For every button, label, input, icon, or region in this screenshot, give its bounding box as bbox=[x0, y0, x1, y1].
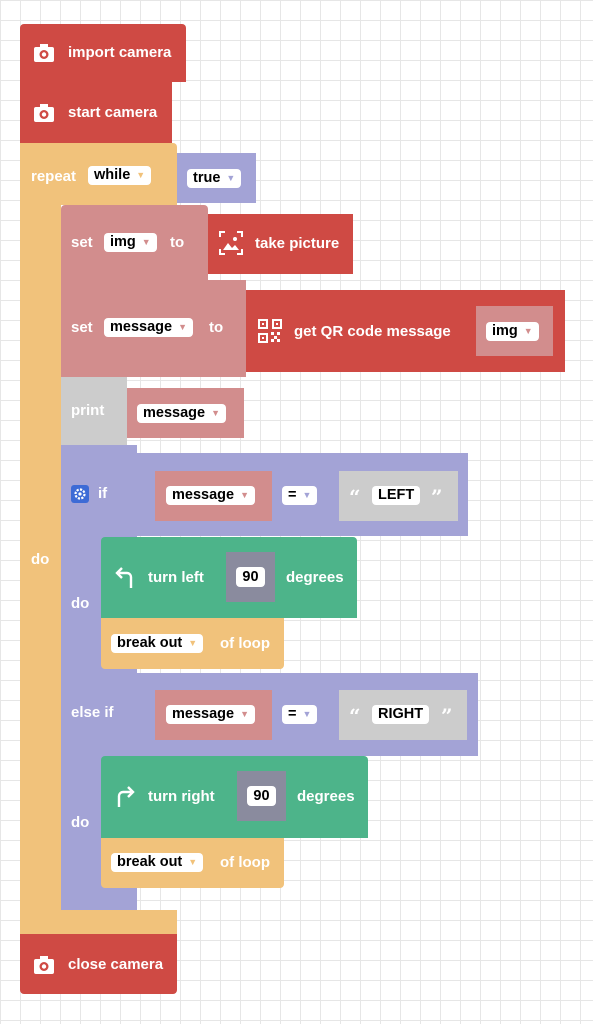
print-label: print bbox=[71, 402, 105, 419]
turn-right-icon bbox=[117, 786, 135, 807]
print-variable-dropdown[interactable]: message▼ bbox=[137, 404, 226, 423]
cond2-text-block[interactable]: “ RIGHT ” bbox=[339, 690, 467, 740]
open-quote-icon: “ bbox=[349, 704, 361, 728]
turn-left-unit-label: degrees bbox=[286, 569, 344, 586]
set-label: set bbox=[71, 234, 93, 251]
of-loop-label: of loop bbox=[220, 635, 270, 652]
turn-right-block[interactable]: turn right degrees bbox=[101, 756, 368, 838]
print-block[interactable]: print bbox=[61, 377, 127, 445]
take-picture-label: take picture bbox=[255, 235, 340, 252]
start-camera-label: start camera bbox=[68, 104, 158, 121]
gear-icon[interactable] bbox=[71, 485, 89, 503]
to-label: to bbox=[170, 234, 185, 251]
turn-right-unit-label: degrees bbox=[297, 788, 355, 805]
cond1-variable-block[interactable]: message▼ bbox=[155, 471, 272, 521]
camera-icon bbox=[34, 104, 54, 122]
turn-left-label: turn left bbox=[148, 569, 204, 586]
cond2-text-field[interactable]: RIGHT bbox=[372, 705, 430, 724]
qr-code-icon bbox=[258, 319, 282, 343]
else-if-label: else if bbox=[71, 704, 114, 721]
break-out-dropdown-1[interactable]: break out▼ bbox=[111, 634, 204, 653]
turn-left-icon bbox=[115, 567, 133, 588]
of-loop-label: of loop bbox=[220, 854, 270, 871]
repeat-header[interactable]: repeat while▼ bbox=[20, 143, 177, 205]
start-camera-block[interactable]: start camera bbox=[20, 82, 172, 143]
set-img-block[interactable]: set img▼ to bbox=[61, 205, 208, 280]
if-block-footer bbox=[61, 895, 137, 910]
close-quote-icon: ” bbox=[431, 485, 443, 509]
else-if-do-label: do bbox=[71, 814, 90, 831]
turn-right-number-block[interactable]: 90 bbox=[237, 771, 286, 821]
img-argument-dropdown[interactable]: img▼ bbox=[486, 322, 539, 341]
repeat-mode-dropdown[interactable]: while▼ bbox=[88, 166, 152, 185]
set-message-block[interactable]: set message▼ to bbox=[61, 280, 246, 377]
cond1-text-field[interactable]: LEFT bbox=[372, 486, 421, 505]
true-block[interactable]: true▼ bbox=[177, 153, 256, 203]
img-argument-block[interactable]: img▼ bbox=[476, 306, 553, 356]
cond1-operator-dropdown[interactable]: =▼ bbox=[282, 486, 318, 505]
cond1-variable-dropdown[interactable]: message▼ bbox=[166, 486, 255, 505]
print-value-block[interactable]: message▼ bbox=[127, 388, 244, 438]
repeat-label: repeat bbox=[31, 168, 77, 185]
camera-icon bbox=[34, 956, 54, 974]
break-out-block-1[interactable]: break out▼ of loop bbox=[101, 618, 284, 669]
break-out-block-2[interactable]: break out▼ of loop bbox=[101, 838, 284, 888]
cond2-variable-block[interactable]: message▼ bbox=[155, 690, 272, 740]
repeat-block[interactable] bbox=[20, 143, 61, 934]
camera-icon bbox=[34, 44, 54, 62]
cond2-variable-dropdown[interactable]: message▼ bbox=[166, 705, 255, 724]
close-camera-block[interactable]: close camera bbox=[20, 934, 177, 994]
close-quote-icon: ” bbox=[441, 704, 453, 728]
cond1-text-block[interactable]: “ LEFT ” bbox=[339, 471, 458, 521]
turn-left-number-block[interactable]: 90 bbox=[226, 552, 275, 602]
take-picture-block[interactable]: take picture bbox=[208, 214, 353, 274]
if-label: if bbox=[98, 485, 108, 502]
import-camera-label: import camera bbox=[68, 44, 172, 61]
turn-right-number-field[interactable]: 90 bbox=[247, 786, 276, 806]
break-out-dropdown-2[interactable]: break out▼ bbox=[111, 853, 204, 872]
repeat-do-label: do bbox=[31, 551, 50, 568]
turn-right-label: turn right bbox=[148, 788, 215, 805]
to-label: to bbox=[209, 319, 224, 336]
cond2-operator-dropdown[interactable]: =▼ bbox=[282, 705, 318, 724]
image-icon bbox=[219, 231, 243, 255]
set-message-variable-dropdown[interactable]: message▼ bbox=[104, 318, 193, 337]
turn-left-number-field[interactable]: 90 bbox=[236, 567, 265, 587]
open-quote-icon: “ bbox=[349, 485, 361, 509]
close-camera-label: close camera bbox=[68, 956, 164, 973]
get-qr-code-label: get QR code message bbox=[294, 323, 451, 340]
import-camera-block[interactable]: import camera bbox=[20, 24, 186, 82]
true-dropdown[interactable]: true▼ bbox=[187, 169, 242, 188]
set-img-variable-dropdown[interactable]: img▼ bbox=[104, 233, 157, 252]
if-do-label: do bbox=[71, 595, 90, 612]
set-label: set bbox=[71, 319, 93, 336]
repeat-footer bbox=[20, 910, 177, 934]
